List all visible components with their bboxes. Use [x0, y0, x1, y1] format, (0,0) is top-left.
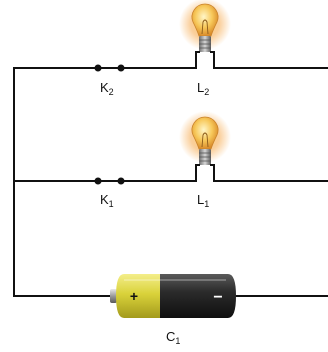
switch-k1	[94, 177, 125, 185]
battery-negative-sign: −	[213, 289, 222, 306]
wires	[13, 67, 328, 297]
bulb-l1-filament	[201, 132, 209, 148]
label-c1: C1	[166, 329, 180, 346]
battery-positive-sign: +	[130, 288, 138, 304]
label-k2: K2	[100, 80, 114, 97]
label-k1: K1	[100, 192, 114, 209]
bulb-l2-terminals	[195, 51, 215, 68]
battery-positive-segment	[116, 274, 160, 318]
label-l2: L2	[197, 80, 209, 97]
bulb-l1-icon	[179, 111, 231, 181]
bulb-l1-terminals	[195, 164, 215, 181]
battery-positive-cap	[110, 289, 117, 303]
switch-k2	[94, 64, 125, 72]
battery-body-segment	[160, 274, 236, 318]
bulb-l2-icon	[179, 0, 231, 68]
label-l1: L1	[197, 192, 209, 209]
battery-c1-icon: + −	[110, 274, 236, 318]
bulb-l2-filament	[201, 19, 209, 35]
